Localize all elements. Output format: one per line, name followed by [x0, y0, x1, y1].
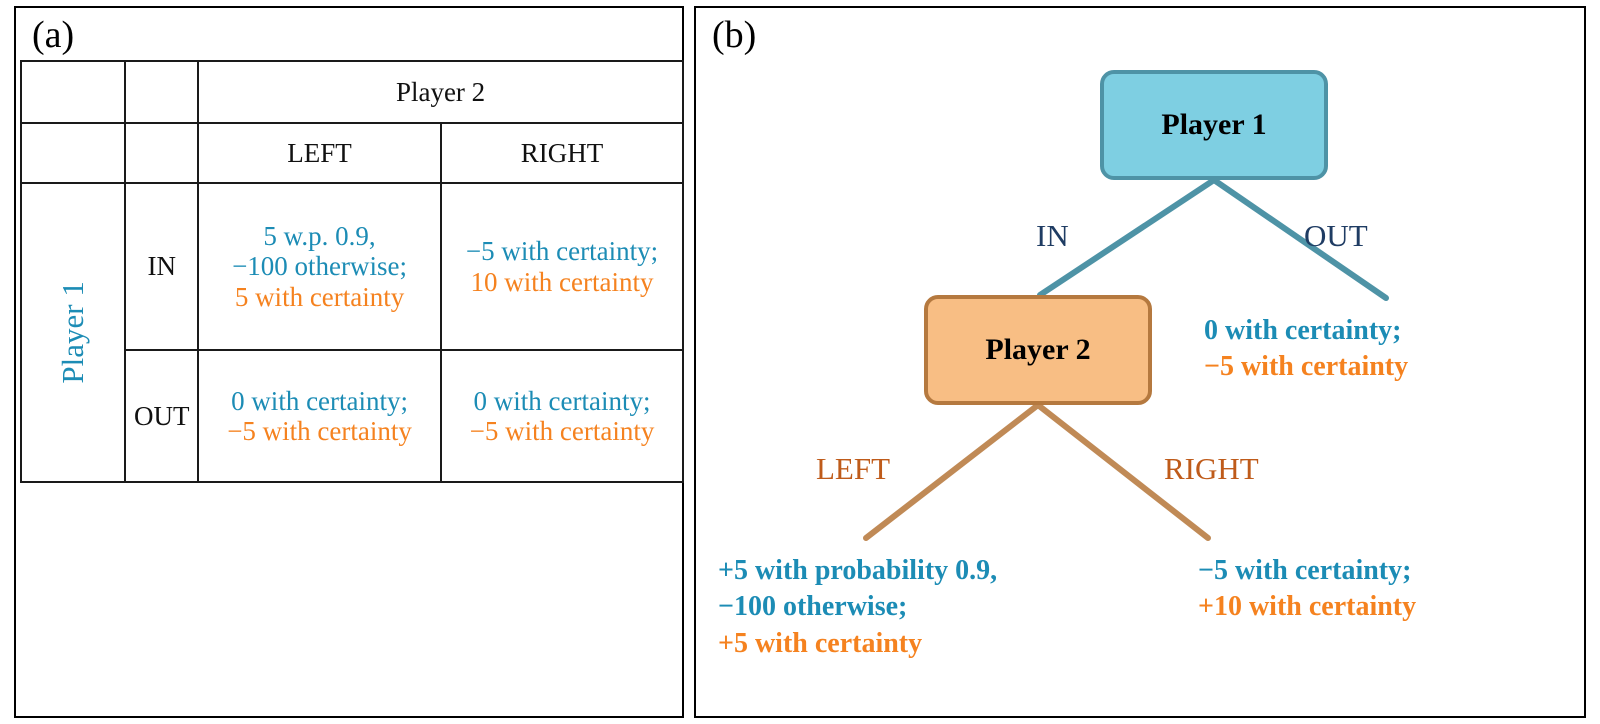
- payoff-out-p2-line1: −5 with certainty: [1204, 351, 1409, 383]
- edge-out-line: [1211, 177, 1389, 301]
- payoff-matrix: Player 2 LEFT RIGHT Player 1 IN: [19, 60, 685, 483]
- payoff-right-p1-line1: −5 with certainty;: [1198, 555, 1412, 586]
- matrix-cell-in-right: −5 with certainty; 10 with certainty: [439, 182, 685, 351]
- game-tree: Player 1 Player 2 IN OUT LEFT RIGHT 0 wi…: [696, 8, 1588, 720]
- cell-in-right-p2-line1: 10 with certainty: [470, 266, 654, 297]
- matrix-col-header-left: LEFT: [197, 122, 442, 184]
- tree-node-player2[interactable]: Player 2: [924, 295, 1152, 405]
- matrix-corner-spacer-3: [19, 122, 127, 184]
- matrix-row-player-header: Player 1: [19, 182, 127, 483]
- matrix-row-player-label: Player 1: [54, 281, 90, 384]
- payoff-left-p1-line2: −100 otherwise;: [718, 591, 908, 623]
- payoff-out-p1-line1: 0 with certainty;: [1204, 315, 1402, 346]
- payoff-out: 0 with certainty; −5 with certainty: [1204, 313, 1408, 386]
- panel-a: (a) Player 2 LEFT RIGHT: [14, 6, 685, 718]
- matrix-row-out: OUT 0 with certainty; −5 with certainty …: [21, 349, 685, 483]
- cell-in-left-p1-line1: 5 w.p. 0.9,: [263, 221, 376, 252]
- matrix-cell-out-left: 0 with certainty; −5 with certainty: [197, 349, 442, 483]
- matrix-corner-spacer-4: [124, 122, 200, 184]
- tree-node-player1-label: Player 1: [1161, 108, 1267, 141]
- edge-left-line: [863, 402, 1041, 541]
- tree-node-player1[interactable]: Player 1: [1100, 70, 1328, 180]
- edge-label-left: LEFT: [816, 451, 891, 486]
- panel-b: (b) Player 1 Player 2 IN OUT LEFT RI: [694, 6, 1586, 718]
- matrix-corner-spacer-2: [124, 60, 200, 124]
- tree-edges-svg: [863, 177, 1389, 541]
- payoff-left: +5 with probability 0.9, −100 otherwise;…: [718, 553, 997, 662]
- matrix-cell-in-left: 5 w.p. 0.9, −100 otherwise; 5 with certa…: [197, 182, 442, 351]
- cell-in-right-p1-line1: −5 with certainty;: [465, 236, 659, 267]
- cell-in-left-p2-line1: 5 with certainty: [234, 281, 405, 312]
- cell-out-left-p2-line1: −5 with certainty: [227, 416, 412, 446]
- edge-right-line: [1035, 402, 1211, 541]
- edge-in-line: [1037, 177, 1217, 298]
- matrix-header-row-2: LEFT RIGHT: [19, 122, 685, 184]
- matrix-row-in: Player 1 IN 5 w.p. 0.9, −100 otherwise; …: [19, 182, 685, 483]
- matrix-corner-spacer-1: [19, 60, 127, 124]
- edge-label-out: OUT: [1304, 218, 1368, 253]
- payoff-left-p1-line1: +5 with probability 0.9,: [718, 555, 998, 586]
- edge-label-in: IN: [1036, 218, 1069, 253]
- panel-b-label: (b): [712, 14, 757, 56]
- panel-a-label: (a): [32, 14, 75, 56]
- matrix-header-row-1: Player 2: [19, 60, 684, 124]
- cell-out-right-p2-line1: −5 with certainty: [469, 416, 655, 446]
- payoff-right-p2-line1: +10 with certainty: [1198, 591, 1417, 623]
- matrix-cell-out-right: 0 with certainty; −5 with certainty: [439, 349, 685, 483]
- edge-label-right: RIGHT: [1164, 451, 1259, 486]
- matrix-col-header-right: RIGHT: [439, 122, 685, 184]
- payoff-matrix-wrapper: Player 2 LEFT RIGHT Player 1 IN: [16, 60, 685, 483]
- matrix-column-player-header: Player 2: [197, 60, 684, 124]
- payoff-right: −5 with certainty; +10 with certainty: [1198, 553, 1416, 626]
- matrix-row-header-in: IN: [124, 182, 200, 351]
- matrix-row-header-out: OUT: [124, 349, 200, 483]
- cell-in-left-p1-line2: −100 otherwise;: [232, 251, 408, 282]
- cell-out-right-p1-line1: 0 with certainty;: [473, 385, 651, 416]
- tree-node-player2-label: Player 2: [985, 333, 1091, 366]
- cell-out-left-p1-line1: 0 with certainty;: [231, 385, 409, 416]
- payoff-left-p2-line1: +5 with certainty: [718, 627, 923, 659]
